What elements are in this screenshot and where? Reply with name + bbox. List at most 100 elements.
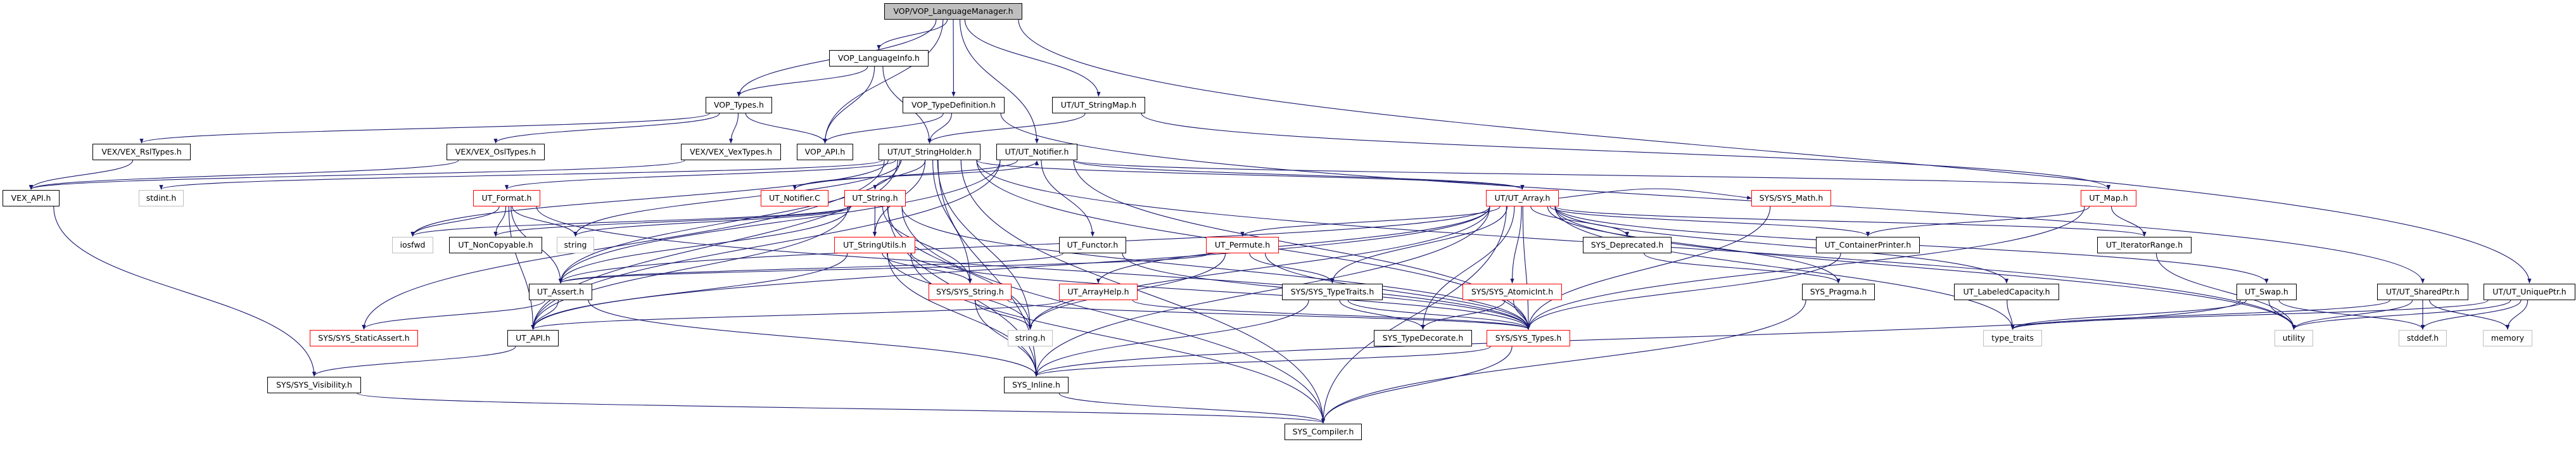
edge-format-to-systypes xyxy=(536,206,1530,330)
graph-node-strutils[interactable]: UT_StringUtils.h xyxy=(834,237,915,253)
graph-node-visibility[interactable]: SYS/SYS_Visibility.h xyxy=(267,377,361,393)
edge-langinfo-to-voptypes xyxy=(737,66,868,97)
graph-node-typedef[interactable]: VOP_TypeDefinition.h xyxy=(903,97,1005,113)
edge-swap-to-utility xyxy=(2268,300,2296,330)
edge-unique-to-utility xyxy=(2292,300,2511,330)
graph-node-compiler[interactable]: SYS_Compiler.h xyxy=(1285,424,1362,440)
graph-node-typetraits[interactable]: SYS/SYS_TypeTraits.h xyxy=(1282,284,1383,300)
edge-array-to-arrayhelp xyxy=(1096,206,1490,284)
edge-array-to-typedecorate xyxy=(1421,206,1515,330)
graph-node-typedecorate[interactable]: SYS_TypeDecorate.h xyxy=(1374,330,1472,346)
graph-node-pragma[interactable]: SYS_Pragma.h xyxy=(1802,284,1875,300)
graph-node-iosfwd: iosfwd xyxy=(392,237,433,253)
graph-node-stdstring: string xyxy=(557,237,594,253)
edge-strholder-to-staticassert xyxy=(362,160,885,330)
edge-notifierc-to-notifier xyxy=(794,160,1039,191)
edge-strholder-to-compiler xyxy=(960,160,1326,424)
graph-node-vopapi[interactable]: VOP_API.h xyxy=(797,144,853,160)
graph-node-shared[interactable]: UT/UT_SharedPtr.h xyxy=(2377,284,2468,300)
graph-node-unique[interactable]: UT/UT_UniquePtr.h xyxy=(2484,284,2575,300)
graph-node-voptypes[interactable]: VOP_Types.h xyxy=(706,97,772,113)
graph-node-permute[interactable]: UT_Permute.h xyxy=(1206,237,1279,253)
edge-strutils-to-systypes xyxy=(911,253,1530,330)
edge-array-to-permute xyxy=(1240,206,1501,237)
graph-node-notifier[interactable]: UT/UT_Notifier.h xyxy=(996,144,1077,160)
edge-map-to-systypes xyxy=(1526,206,2085,330)
graph-node-notifierc[interactable]: UT_Notifier.C xyxy=(761,190,828,206)
graph-node-inline[interactable]: SYS_Inline.h xyxy=(1004,377,1069,393)
edge-assert-to-inline xyxy=(588,300,1038,377)
edge-strholder-to-iosfwd xyxy=(410,160,889,237)
edge-voptypes-to-rsl xyxy=(139,113,710,144)
edge-array-to-assert xyxy=(559,206,1490,284)
edge-sysstring-to-inline xyxy=(975,300,1039,377)
edge-langinfo-to-vopapi xyxy=(823,66,875,144)
graph-node-rsl[interactable]: VEX/VEX_RslTypes.h xyxy=(92,144,191,160)
graph-node-osl[interactable]: VEX/VEX_OslTypes.h xyxy=(447,144,545,160)
edge-typedef-to-strholder xyxy=(927,113,953,144)
edge-utstring-to-utapi xyxy=(531,206,849,330)
graph-node-labeled[interactable]: UT_LabeledCapacity.h xyxy=(1954,284,2059,300)
edge-permute-to-assert xyxy=(559,253,1210,284)
graph-node-stringh: string.h xyxy=(1008,330,1053,346)
graph-node-stringmap[interactable]: UT/UT_StringMap.h xyxy=(1052,97,1145,113)
edge-shared-to-stdtypetraits xyxy=(2010,300,2390,330)
edge-format-to-noncopy xyxy=(493,206,507,237)
graph-node-strholder[interactable]: UT/UT_StringHolder.h xyxy=(879,144,980,160)
graph-node-root[interactable]: VOP/VOP_LanguageManager.h xyxy=(884,3,1022,20)
graph-node-noncopy[interactable]: UT_NonCopyable.h xyxy=(449,237,542,253)
edge-array-to-math xyxy=(1558,188,1752,200)
edge-functor-to-assert xyxy=(559,253,1063,284)
graph-node-utapi[interactable]: UT_API.h xyxy=(507,330,559,346)
graph-node-vex[interactable]: VEX/VEX_VexTypes.h xyxy=(681,144,781,160)
graph-node-stddef: stddef.h xyxy=(2399,330,2447,346)
graph-node-map[interactable]: UT_Map.h xyxy=(2081,190,2136,206)
edge-array-to-itrange xyxy=(1554,206,2147,237)
graph-node-stdint: stdint.h xyxy=(139,190,184,206)
edge-unique-to-stddef xyxy=(2420,300,2522,330)
edge-rsl-to-vexapi xyxy=(29,160,134,190)
edge-notifier-to-map xyxy=(1073,160,2110,190)
graph-node-format[interactable]: UT_Format.h xyxy=(473,190,540,206)
graph-node-utstring[interactable]: UT_String.h xyxy=(844,190,906,206)
edge-stringmap-to-strholder xyxy=(927,113,1086,144)
graph-node-swap[interactable]: UT_Swap.h xyxy=(2237,284,2297,300)
graph-node-staticassert[interactable]: SYS/SYS_StaticAssert.h xyxy=(310,330,418,346)
graph-node-sysstring[interactable]: SYS/SYS_String.h xyxy=(929,284,1012,300)
edge-array-to-deprecated xyxy=(1530,206,1630,237)
edge-strutils-to-utapi xyxy=(531,253,848,330)
graph-node-array[interactable]: UT/UT_Array.h xyxy=(1486,190,1559,206)
edge-utstring-to-stdstring xyxy=(573,206,852,237)
graph-node-functor[interactable]: UT_Functor.h xyxy=(1059,237,1126,253)
graph-node-itrange[interactable]: UT_IteratorRange.h xyxy=(2097,237,2192,253)
edge-utstring-to-assert xyxy=(558,206,851,284)
edge-array-to-systypes xyxy=(1522,206,1531,330)
edge-strholder-to-stdstring xyxy=(573,160,902,237)
graph-node-deprecated[interactable]: SYS_Deprecated.h xyxy=(1583,237,1672,253)
edge-unique-to-stdtypetraits xyxy=(2010,300,2489,330)
graph-node-vexapi[interactable]: VEX_API.h xyxy=(3,190,60,206)
edge-typetraits-to-systypes xyxy=(1347,300,1530,330)
edge-strholder-to-stdint xyxy=(159,160,883,190)
edge-utstring-to-compiler xyxy=(901,206,1326,424)
graph-node-systypes[interactable]: SYS/SYS_Types.h xyxy=(1487,330,1570,346)
edge-sysstring-to-systypes xyxy=(1007,300,1530,330)
graph-node-atomic[interactable]: SYS/SYS_AtomicInt.h xyxy=(1462,284,1562,300)
graph-node-contprinter[interactable]: UT_ContainerPrinter.h xyxy=(1816,237,1920,253)
edge-systypes-to-inline xyxy=(1034,346,1491,377)
graph-node-stdtypetraits: type_traits xyxy=(1983,330,2042,346)
edge-strutils-to-compiler xyxy=(910,253,1326,424)
edge-array-to-compiler xyxy=(1321,206,1507,424)
edge-map-to-contprinter xyxy=(1866,206,2090,237)
edge-voptypes-to-osl xyxy=(493,113,720,144)
edge-typedef-to-vopapi xyxy=(823,113,944,144)
edge-voptypes-to-vex xyxy=(728,113,739,144)
graph-node-assert[interactable]: UT_Assert.h xyxy=(529,284,592,300)
graph-node-langinfo[interactable]: VOP_LanguageInfo.h xyxy=(829,50,929,66)
graph-node-math[interactable]: SYS/SYS_Math.h xyxy=(1751,190,1831,206)
edge-notifier-to-array xyxy=(1073,160,1525,190)
graph-node-utility: utility xyxy=(2275,330,2313,346)
edge-format-to-iosfwd xyxy=(410,206,500,237)
edge-permute-to-typetraits xyxy=(1249,253,1335,284)
graph-node-arrayhelp[interactable]: UT_ArrayHelp.h xyxy=(1059,284,1138,300)
